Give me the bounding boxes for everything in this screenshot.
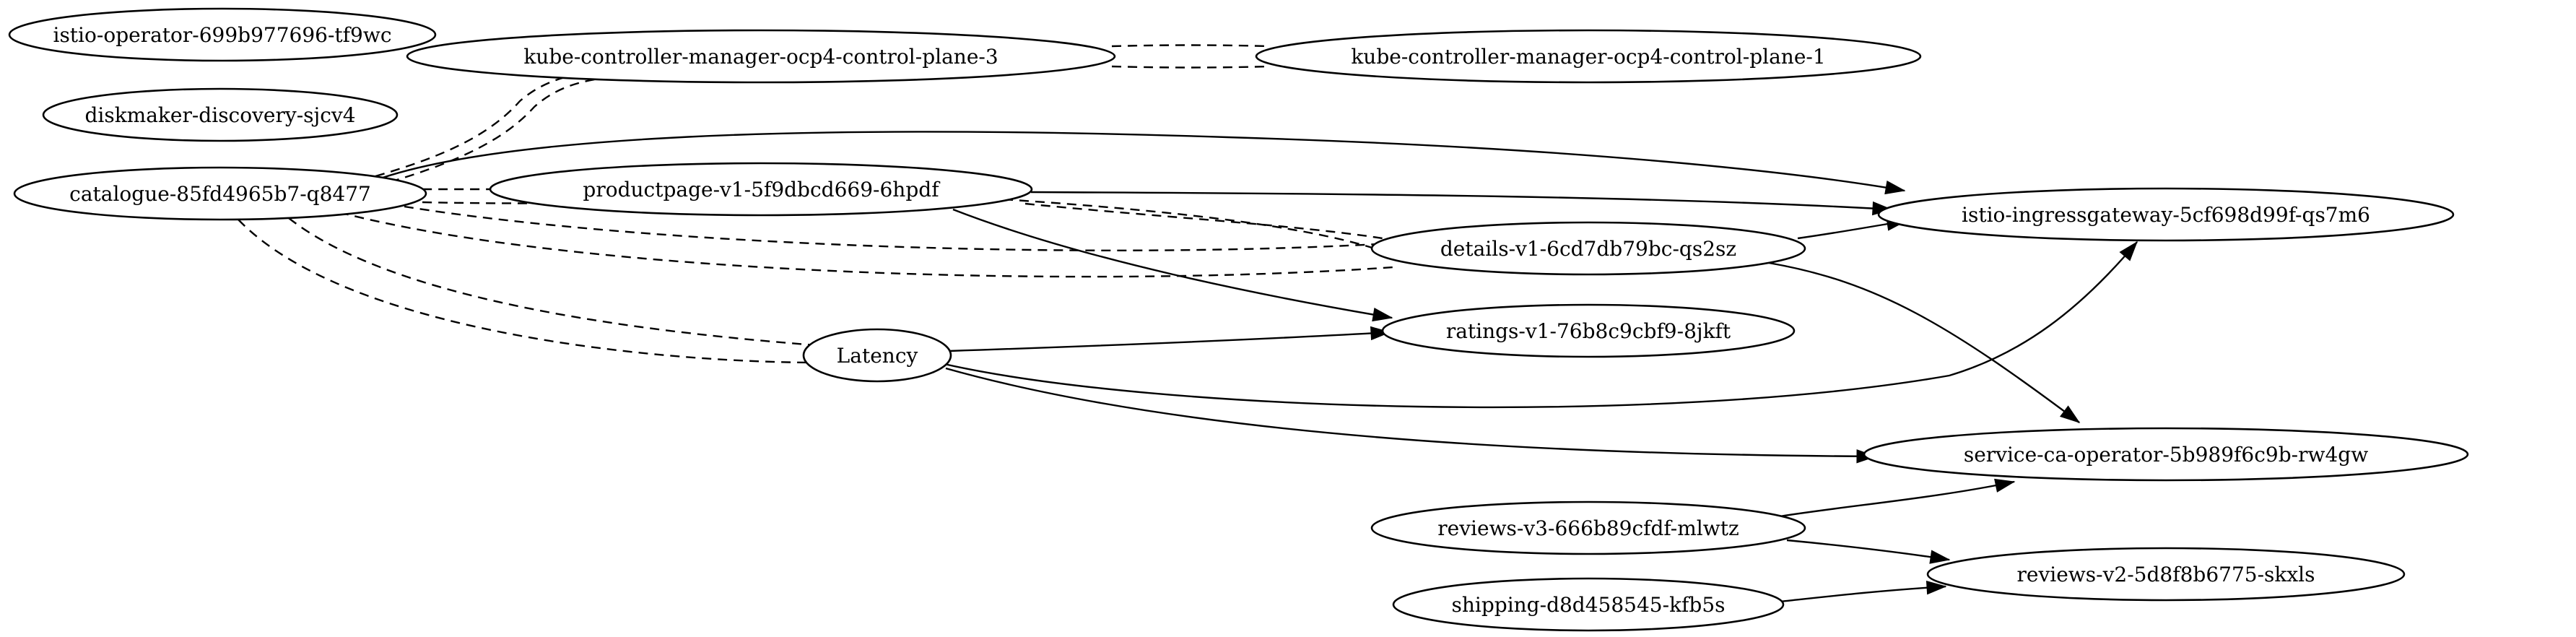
edges-layer [238,44,2138,603]
edge-line [339,211,1394,278]
edge-latency-to-istio-ingress [944,240,2138,409]
arrowhead-icon [1929,550,1951,564]
nodes-layer: istio-operator-699b977696-tf9wc diskmaker… [8,7,2469,632]
node-latency[interactable]: Latency [802,328,952,383]
edge-productpage-to-details [1003,198,1380,251]
edge-catalogue-to-details [404,205,1378,251]
node-ellipse [1370,221,1806,276]
node-istio-operator[interactable]: istio-operator-699b977696-tf9wc [8,7,437,62]
node-ellipse [1255,29,1922,84]
edge-line [375,68,629,178]
node-ellipse [8,7,437,62]
edge-latency-to-ratings [949,326,1391,352]
node-service-ca[interactable]: service-ca-operator-5b989f6c9b-rw4gw [1863,427,2469,482]
edge-line [1779,480,2015,518]
edge-line [1786,539,1950,561]
node-ellipse [1370,500,1806,555]
edge-catalogue-to-productpage [422,201,622,204]
node-details[interactable]: details-v1-6cd7db79bc-qs2sz [1370,221,1806,276]
node-kcm3[interactable]: kube-controller-manager-ocp4-control-pla… [406,29,1116,84]
edge-line [1111,44,1271,48]
node-ellipse [1381,303,1796,358]
node-label: istio-operator-699b977696-tf9wc [53,23,391,47]
edge-shipping-to-reviews-v2 [1779,581,1947,603]
edge-productpage-to-istio-ingress [1030,191,1893,216]
edge-line [404,205,1378,251]
edge-productpage-to-ratings [952,208,1393,322]
node-reviews-v2[interactable]: reviews-v2-5d8f8b6775-skxls [1926,547,2406,602]
edge-line [1768,261,2080,423]
edge-latency-to-service-ca [945,367,1877,464]
arrowhead-icon [2119,240,2138,261]
edge-catalogue-to-latency [238,219,809,364]
edge-catalogue-to-istio-ingress [382,131,1906,195]
arrowhead-icon [1372,308,1393,322]
node-productpage[interactable]: productpage-v1-5f9dbcd669-6hpdf [489,162,1033,217]
node-label: ratings-v1-76b8c9cbf9-8jkft [1446,319,1731,343]
node-diskmaker[interactable]: diskmaker-discovery-sjcv4 [42,87,399,142]
node-ratings[interactable]: ratings-v1-76b8c9cbf9-8jkft [1381,303,1796,358]
node-label: catalogue-85fd4965b7-q8477 [69,182,371,206]
node-reviews-v3[interactable]: reviews-v3-666b89cfdf-mlwtz [1370,500,1806,555]
arrowhead-icon [1926,581,1947,595]
arrowhead-icon [1370,326,1391,341]
arrowhead-icon [1994,478,2016,493]
node-label: istio-ingressgateway-5cf698d99f-qs7m6 [1962,203,2370,227]
edge-catalogue-to-latency [288,217,817,347]
edge-line [1024,202,1383,240]
node-ellipse [13,166,427,221]
node-ellipse [1392,577,1785,632]
edge-reviews-v3-to-reviews-v2 [1786,539,1951,564]
node-label: kube-controller-manager-ocp4-control-pla… [523,45,998,69]
edge-line [952,208,1393,319]
node-label: reviews-v2-5d8f8b6775-skxls [2016,563,2315,586]
edge-line [422,201,622,204]
edge-productpage-to-details [1024,202,1383,240]
node-ellipse [802,328,952,383]
edge-line [1003,198,1380,251]
edge-details-to-service-ca [1768,261,2081,423]
node-ellipse [1863,427,2469,482]
node-label: details-v1-6cd7db79bc-qs2sz [1440,237,1736,261]
edge-kcm3-to-kcm1 [1111,65,1271,69]
node-ellipse [1926,547,2406,602]
edge-line [949,331,1391,352]
node-ellipse [406,29,1116,84]
node-catalogue[interactable]: catalogue-85fd4965b7-q8477 [13,166,427,221]
node-shipping[interactable]: shipping-d8d458545-kfb5s [1392,577,1785,632]
node-kcm1[interactable]: kube-controller-manager-ocp4-control-pla… [1255,29,1922,84]
node-ellipse [1877,187,2455,242]
node-istio-ingress[interactable]: istio-ingressgateway-5cf698d99f-qs7m6 [1877,187,2455,242]
node-label: Latency [837,344,918,368]
edge-line [1779,585,1946,603]
node-label: kube-controller-manager-ocp4-control-pla… [1351,45,1825,69]
node-label: productpage-v1-5f9dbcd669-6hpdf [583,178,941,202]
edge-line [288,217,817,347]
node-ellipse [42,87,399,142]
node-label: shipping-d8d458545-kfb5s [1451,593,1725,617]
edge-line [1111,65,1271,69]
edge-line [944,241,2138,409]
edge-catalogue-to-kcm3 [375,68,629,178]
edge-line [238,219,809,364]
edge-line [382,131,1905,192]
node-label: reviews-v3-666b89cfdf-mlwtz [1437,516,1739,540]
node-label: service-ca-operator-5b989f6c9b-rw4gw [1964,443,2368,467]
edge-reviews-v3-to-service-ca [1779,478,2016,518]
edge-kcm3-to-kcm1 [1111,44,1271,48]
arrowhead-icon [1884,180,1906,195]
node-label: diskmaker-discovery-sjcv4 [84,103,355,127]
edge-line [945,367,1876,458]
edge-catalogue-to-details [339,211,1394,278]
edge-line [1030,191,1892,211]
node-ellipse [489,162,1033,217]
arrowhead-icon [2059,405,2081,423]
